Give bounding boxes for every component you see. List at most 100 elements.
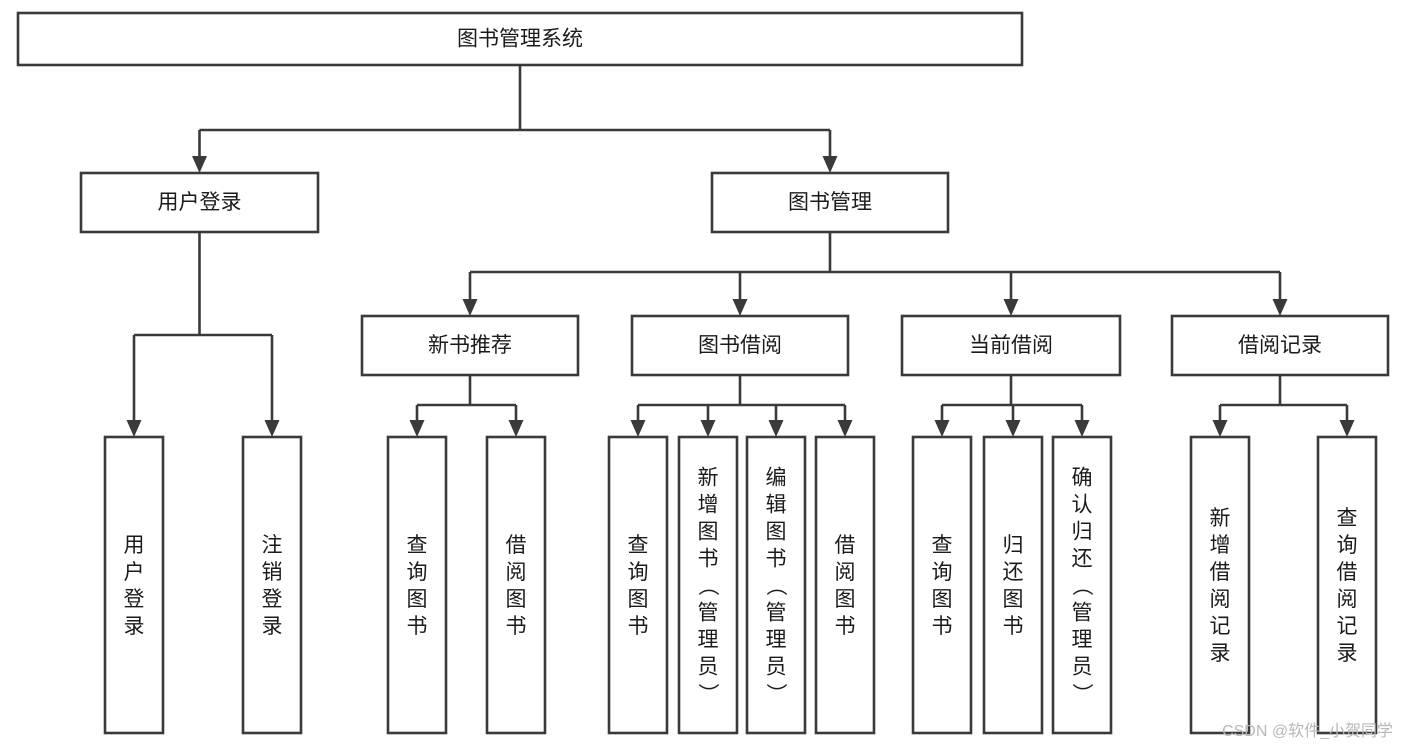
node-label-char: 销 — [262, 561, 283, 584]
node-label-char: 查 — [407, 534, 428, 557]
node-label: 图书借阅 — [698, 334, 782, 357]
node-leaf-user-login[interactable]: 用户登录 — [103, 435, 165, 735]
node-label-char: 图 — [932, 588, 953, 611]
node-label-char: 归 — [1072, 521, 1093, 544]
node-label-char: 注 — [262, 534, 283, 557]
node-label-char: ） — [696, 683, 719, 704]
arrow-head-icon — [1074, 420, 1090, 437]
node-box — [1189, 435, 1251, 735]
arrow-head-icon — [934, 420, 950, 437]
node-label-char: 新 — [1210, 507, 1231, 530]
arrow-head-icon — [508, 420, 524, 437]
node-label-char: 新 — [698, 467, 719, 490]
arrow-head-icon — [1003, 299, 1019, 316]
arrow-head-icon — [1005, 420, 1021, 437]
node-label-char: 询 — [932, 561, 953, 584]
node-label-char: 理 — [698, 629, 719, 652]
node-label-char: 阅 — [506, 561, 527, 584]
node-label-char: 记 — [1337, 615, 1358, 638]
node-label-char: 阅 — [835, 561, 856, 584]
node-label-char: 录 — [262, 615, 283, 638]
node-box — [360, 314, 580, 377]
node-label-char: 询 — [407, 561, 428, 584]
arrow-head-icon — [126, 420, 142, 437]
arrow-head-icon — [1339, 420, 1355, 437]
node-label-char: 书 — [1003, 615, 1024, 638]
node-label-char: 书 — [407, 615, 428, 638]
node-label-char: 借 — [1210, 561, 1231, 584]
connectors-layer — [126, 65, 1355, 437]
node-label-char: 还 — [1003, 561, 1024, 584]
node-label-char: 管 — [766, 602, 787, 625]
node-book-manage[interactable]: 图书管理 — [710, 171, 950, 234]
node-label-char: 书 — [506, 615, 527, 638]
nodes-layer: 图书管理系统用户登录图书管理新书推荐图书借阅当前借阅借阅记录用户登录注销登录查询… — [16, 11, 1390, 735]
arrow-head-icon — [1272, 299, 1288, 316]
node-label-char: 认 — [1072, 494, 1093, 517]
node-label-char: 归 — [1003, 534, 1024, 557]
node-label-char: 用 — [124, 534, 145, 557]
node-box — [814, 435, 876, 735]
node-box — [677, 435, 739, 735]
node-label-char: 录 — [1337, 642, 1358, 665]
node-label-char: 员 — [766, 656, 787, 679]
node-root[interactable]: 图书管理系统 — [16, 11, 1024, 67]
node-label-char: 员 — [698, 656, 719, 679]
node-label-char: 理 — [766, 629, 787, 652]
node-label-char: 录 — [1210, 642, 1231, 665]
node-box — [982, 435, 1044, 735]
node-box — [710, 171, 950, 234]
node-label-char: 书 — [628, 615, 649, 638]
node-label-char: 图 — [835, 588, 856, 611]
node-label-char: 理 — [1072, 629, 1093, 652]
node-box — [386, 435, 448, 735]
node-label-char: 书 — [766, 548, 787, 571]
node-label-char: 图 — [766, 521, 787, 544]
node-box — [1170, 314, 1390, 377]
arrow-head-icon — [462, 299, 478, 316]
node-label-char: 查 — [932, 534, 953, 557]
node-box — [911, 435, 973, 735]
arrow-head-icon — [192, 156, 207, 173]
arrow-head-icon — [264, 420, 280, 437]
node-box — [607, 435, 669, 735]
node-box — [103, 435, 165, 735]
node-user-login[interactable]: 用户登录 — [79, 171, 320, 234]
arrow-head-icon — [630, 420, 646, 437]
node-box — [630, 314, 850, 377]
node-label-char: 借 — [506, 534, 527, 557]
node-label: 用户登录 — [158, 191, 242, 214]
node-label: 图书管理 — [788, 191, 872, 214]
node-label: 借阅记录 — [1238, 334, 1322, 357]
node-label-char: 书 — [932, 615, 953, 638]
node-current-borrow[interactable]: 当前借阅 — [900, 314, 1122, 377]
node-label-char: 查 — [628, 534, 649, 557]
node-box — [485, 435, 547, 735]
node-label-char: 询 — [1337, 534, 1358, 557]
node-book-borrow[interactable]: 图书借阅 — [630, 314, 850, 377]
node-label-char: 录 — [124, 615, 145, 638]
node-box — [16, 11, 1024, 67]
node-label-char: （ — [696, 575, 719, 596]
node-label-char: 还 — [1072, 548, 1093, 571]
node-label-char: 增 — [1210, 534, 1231, 557]
node-label-char: 图 — [506, 588, 527, 611]
node-box — [900, 314, 1122, 377]
node-label-char: 阅 — [1337, 588, 1358, 611]
node-new-book-recommend[interactable]: 新书推荐 — [360, 314, 580, 377]
node-borrow-record[interactable]: 借阅记录 — [1170, 314, 1390, 377]
